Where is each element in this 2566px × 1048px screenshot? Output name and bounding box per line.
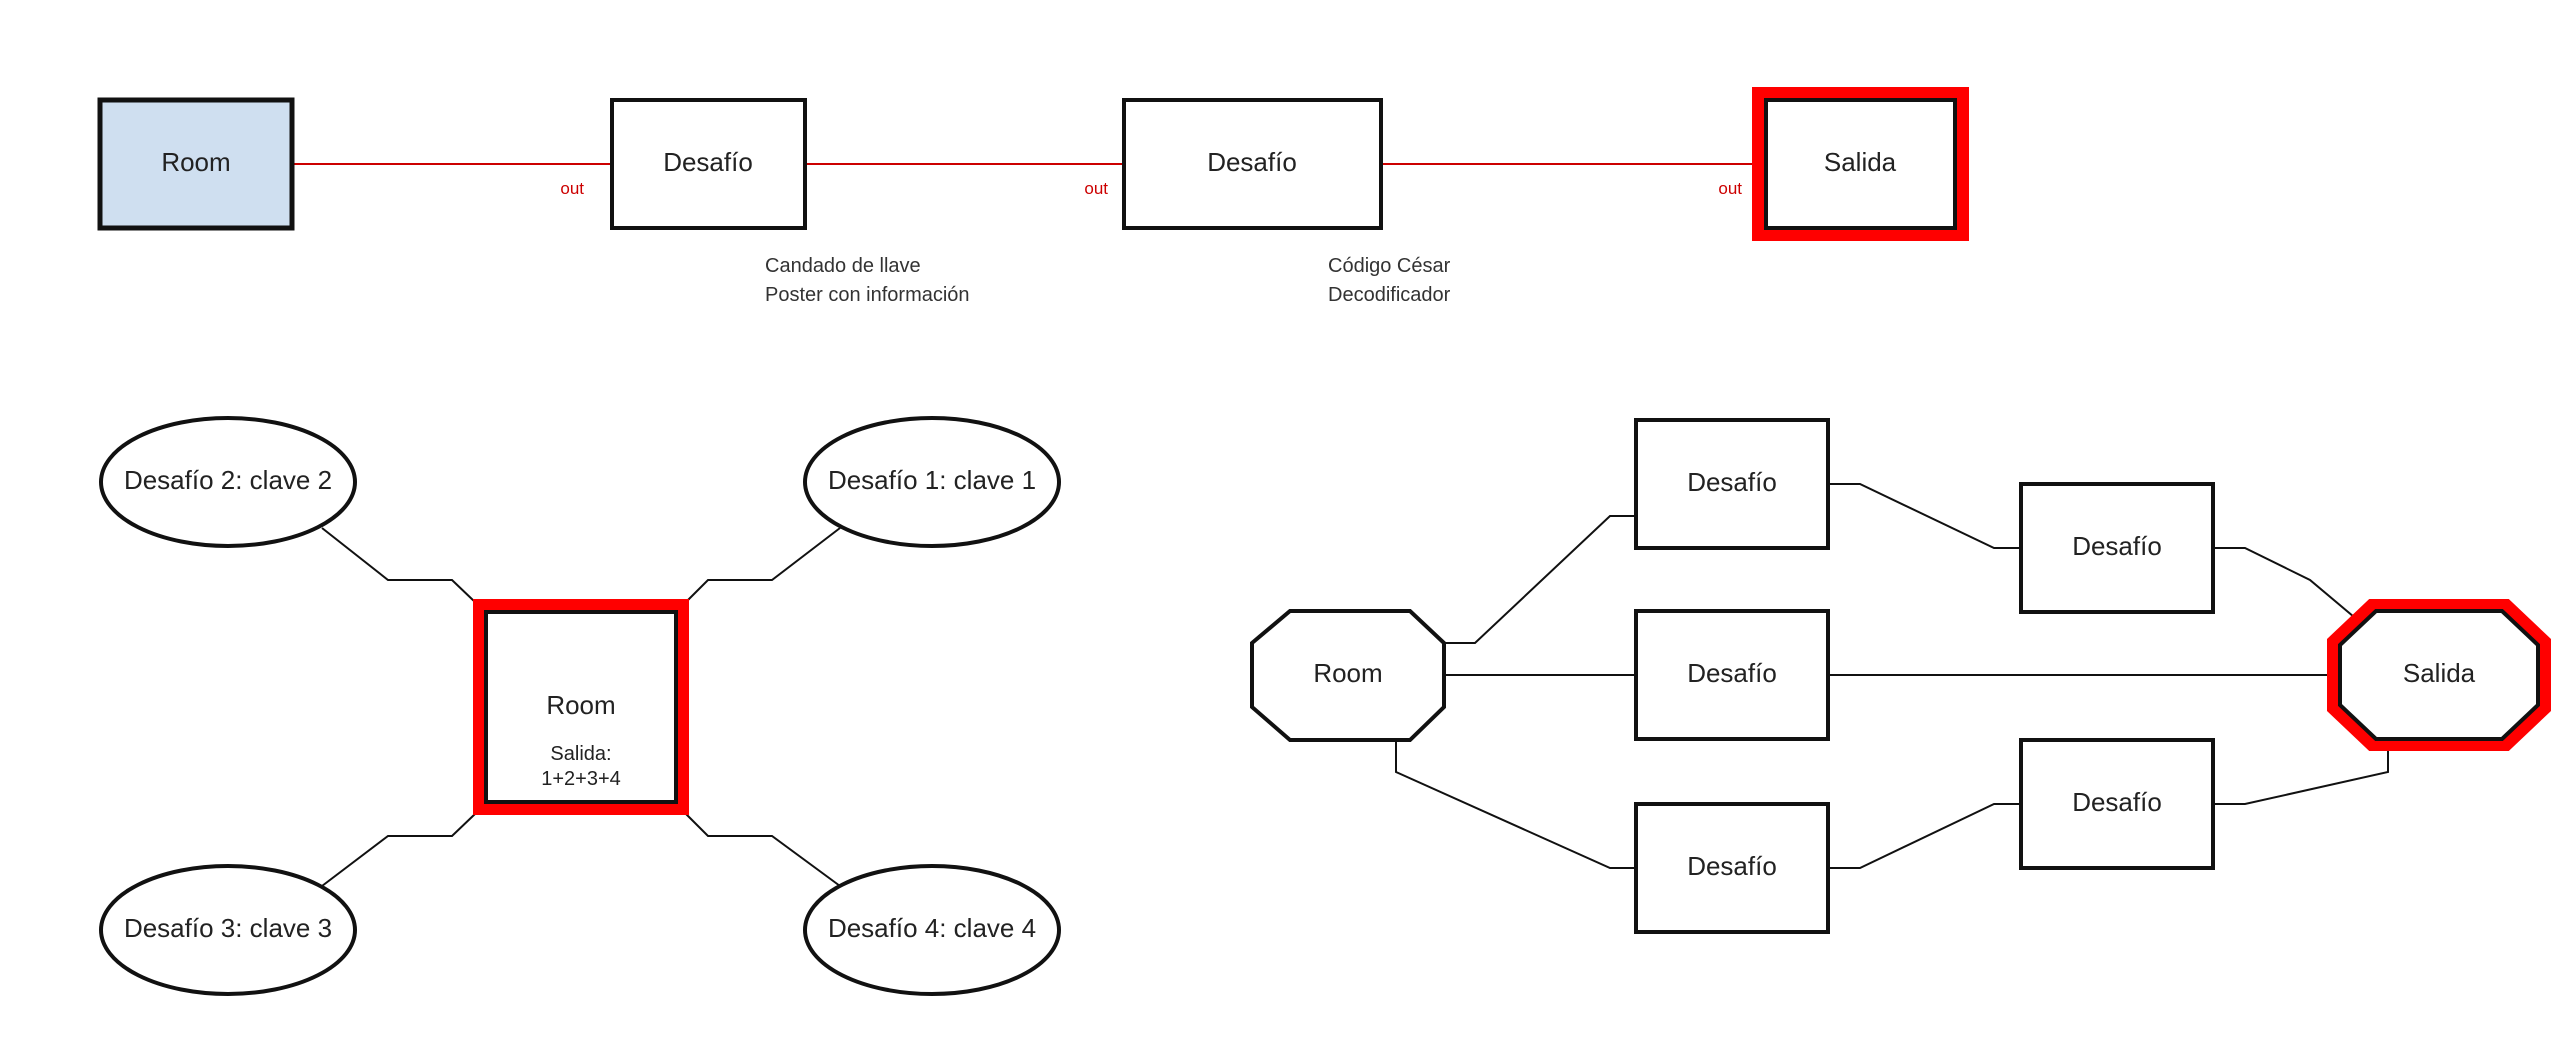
connector-d2-room (321, 527, 476, 603)
note-2-line-2: Decodificador (1328, 284, 1451, 306)
graph-desafio-top-right-box (2019, 482, 2215, 614)
top-salida-box (1764, 98, 1957, 230)
connector-top-topright (1828, 483, 2021, 549)
linear-flow: Room Desafío Desafío Salida out out out … (97, 87, 1969, 306)
star-desafio-4-label: Desafío 4: clave 4 (828, 913, 1036, 943)
top-room-box (97, 97, 295, 231)
connector-room-bottom (1395, 740, 1636, 869)
top-desafio-2-node[interactable]: Desafío (1122, 98, 1383, 230)
connector-room-top (1444, 515, 1636, 644)
graph-desafio-bottom-label: Desafío (1687, 851, 1777, 881)
note-1-line-2: Poster con información (765, 284, 970, 306)
star-desafio-1-ellipse (803, 416, 1061, 548)
graph-desafio-top-right-label: Desafío (2072, 531, 2162, 561)
graph-desafio-bottom-node[interactable]: Desafío (1634, 802, 1830, 934)
graph-desafio-bottom-right-label: Desafío (2072, 787, 2162, 817)
star-room-sub-1: Salida: (550, 743, 611, 765)
graph-desafio-mid-box (1634, 609, 1830, 741)
graph-salida-label: Salida (2403, 658, 2476, 688)
connector-topright-salida (2213, 547, 2361, 623)
star-room-node[interactable]: Room Salida: 1+2+3+4 (473, 599, 689, 815)
note-2-line-1: Código César (1328, 255, 1451, 277)
top-desafio-1-node[interactable]: Desafío (610, 98, 807, 230)
star-desafio-3-label: Desafío 3: clave 3 (124, 913, 332, 943)
connector-d3-room (321, 813, 476, 887)
graph-desafio-top-right-node[interactable]: Desafío (2019, 482, 2215, 614)
top-room-node[interactable]: Room (97, 97, 295, 231)
graph-desafio-mid-node[interactable]: Desafío (1634, 609, 1830, 741)
star-desafio-2-ellipse (99, 416, 357, 548)
graph-desafio-bottom-right-box (2019, 738, 2215, 870)
top-salida-node[interactable]: Salida (1752, 87, 1969, 241)
connector-bottomright-salida (2213, 746, 2389, 805)
connector-d1-room (685, 527, 841, 603)
top-desafio-2-box (1122, 98, 1383, 230)
star-room-label: Room (546, 690, 615, 720)
out-label-1: out (560, 179, 584, 198)
graph-room-octagon (1250, 609, 1446, 742)
star-desafio-1-label: Desafío 1: clave 1 (828, 465, 1036, 495)
graph-salida-octagon (2338, 609, 2540, 741)
star-desafio-2-label: Desafío 2: clave 2 (124, 465, 332, 495)
graph-room-label: Room (1313, 658, 1382, 688)
graph-desafio-bottom-box (1634, 802, 1830, 934)
note-1-line-1: Candado de llave (765, 255, 921, 277)
graph-desafio-top-label: Desafío (1687, 467, 1777, 497)
star-diagram: Desafío 2: clave 2 Desafío 1: clave 1 De… (99, 416, 1061, 996)
graph-desafio-top-node[interactable]: Desafío (1634, 418, 1830, 550)
top-desafio-1-label: Desafío (663, 147, 753, 177)
star-desafio-4-ellipse (803, 864, 1061, 996)
connector-d4-room (685, 813, 841, 887)
branch-graph: Room Desafío Desafío Desafío Desafío Des… (1250, 418, 2551, 934)
out-label-3: out (1718, 179, 1742, 198)
star-desafio-4-node[interactable]: Desafío 4: clave 4 (803, 864, 1061, 996)
top-desafio-1-box (610, 98, 807, 230)
top-salida-label: Salida (1824, 147, 1897, 177)
star-desafio-2-node[interactable]: Desafío 2: clave 2 (99, 416, 357, 548)
star-desafio-3-node[interactable]: Desafío 3: clave 3 (99, 864, 357, 996)
out-label-2: out (1084, 179, 1108, 198)
graph-room-node[interactable]: Room (1250, 609, 1446, 742)
graph-desafio-mid-label: Desafío (1687, 658, 1777, 688)
star-room-box (484, 610, 678, 804)
graph-desafio-top-box (1634, 418, 1830, 550)
graph-desafio-bottom-right-node[interactable]: Desafío (2019, 738, 2215, 870)
top-desafio-2-label: Desafío (1207, 147, 1297, 177)
star-room-sub-2: 1+2+3+4 (541, 768, 621, 790)
graph-salida-node[interactable]: Salida (2327, 599, 2551, 751)
star-desafio-3-ellipse (99, 864, 357, 996)
star-desafio-1-node[interactable]: Desafío 1: clave 1 (803, 416, 1061, 548)
connector-bottom-bottomright (1828, 803, 2021, 869)
top-room-label: Room (161, 147, 230, 177)
